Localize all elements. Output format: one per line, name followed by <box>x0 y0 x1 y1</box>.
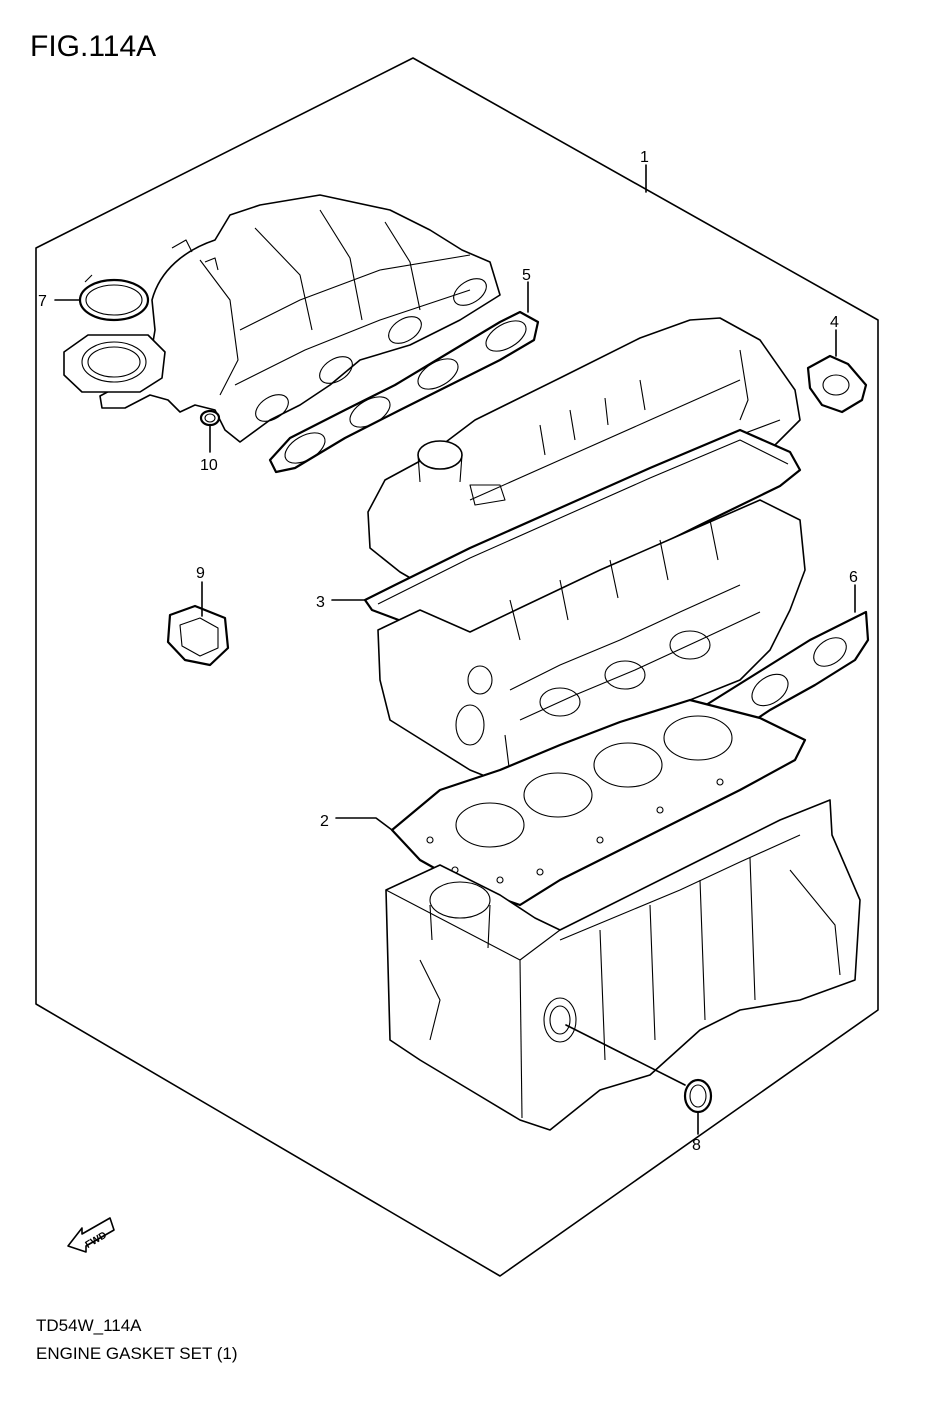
throttle-flange <box>63 334 166 393</box>
water-inlet-gasket <box>806 354 868 414</box>
kit-boundary <box>35 57 879 1277</box>
callout-3: 3 <box>316 594 325 611</box>
figure-title: FIG.114A <box>30 30 157 63</box>
callout-1: 1 <box>640 149 649 166</box>
intake-manifold <box>99 194 501 443</box>
callout-5: 5 <box>522 267 531 284</box>
callout-9: 9 <box>196 565 205 582</box>
callout-2: 2 <box>320 813 329 830</box>
callout-6: 6 <box>849 569 858 586</box>
figure-name: ENGINE GASKET SET (1) <box>36 1344 238 1363</box>
figure-code: TD54W_114A <box>36 1316 142 1335</box>
throttle-body-gasket <box>78 274 150 322</box>
fwd-arrow-icon: FWD <box>67 1217 115 1253</box>
intake-manifold-gasket <box>268 310 540 474</box>
leader-lines <box>54 164 856 1135</box>
gasket-9 <box>166 604 230 667</box>
callout-10: 10 <box>200 457 218 474</box>
callout-8: 8 <box>692 1137 701 1154</box>
oil-seal-8 <box>683 1078 713 1114</box>
o-ring-10 <box>199 409 221 427</box>
callout-4: 4 <box>830 314 839 331</box>
cylinder-block <box>385 799 861 1131</box>
callout-7: 7 <box>38 293 47 310</box>
